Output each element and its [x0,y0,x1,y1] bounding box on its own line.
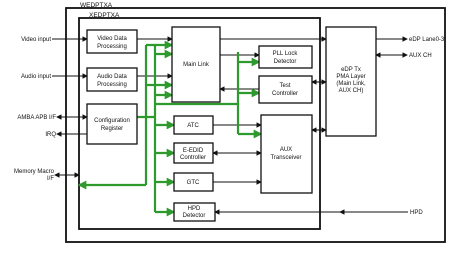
edp-tx-pma-layer-block: eDP Tx PMA Layer (Main Link, AUX CH) [325,26,377,137]
gtc-block: GTC [173,172,214,192]
edid-controller-block: E-EDID Controller [173,142,214,164]
memory-macro-label-2: I/F [47,176,54,182]
video-data-processing-block: Video Data Processing [86,29,138,54]
configuration-register-label-2: Register [101,126,123,132]
configuration-register-block: Configuration Register [86,103,138,145]
video-input-label: Video input [21,37,51,43]
main-link-block: Main Link [171,26,221,103]
phy-label-1: eDP Tx [341,67,361,73]
audio-input-label: Audio input [21,74,51,80]
outer-module-frame [65,7,446,243]
phy-label-2: PMA Layer [336,74,365,80]
register-bus [77,40,263,217]
inner-module-frame [78,17,321,230]
test-controller-label-1: Test [279,83,290,89]
audio-data-processing-label-1: Audio Data [97,74,127,80]
main-link-label: Main Link [183,62,210,68]
pll-lock-detector-block: PLL Lock Detector [258,45,313,69]
test-controller-block: Test Controller [258,75,313,104]
irq-label: IRQ [45,132,56,138]
aux-transceiver-block: AUX Transceiver [260,114,313,194]
video-data-processing-label-2: Processing [97,44,127,50]
aux-ch-label: AUX CH [409,53,432,59]
gtc-label: GTC [187,180,200,186]
phy-label-4: AUX CH) [339,88,364,94]
edid-controller-label-2: Controller [180,155,206,161]
memory-macro-label-1: Memory Macro [14,169,55,175]
pll-lock-detector-label-1: PLL Lock [273,51,299,57]
aux-transceiver-label-2: Transceiver [270,155,301,161]
video-data-processing-label-1: Video Data [97,36,127,42]
test-controller-label-2: Controller [272,91,298,97]
inner-module-title: XEDPTXA [89,12,120,19]
configuration-register-label-1: Configuration [94,118,130,124]
hpd-detector-label-2: Detector [183,213,206,219]
amba-apb-label: AMBA APB I/F [17,115,56,121]
aux-transceiver-label-1: AUX [280,147,292,153]
phy-label-3: (Main Link, [336,81,366,87]
edid-controller-label-1: E-EDID [183,148,204,154]
atc-block: ATC [173,115,214,135]
outer-module-title: WEDPTXA [80,2,113,9]
audio-data-processing-label-2: Processing [97,82,127,88]
audio-data-processing-block: Audio Data Processing [86,67,138,92]
hpd-detector-label-1: HPD [188,206,201,212]
atc-label: ATC [187,123,199,129]
edp-lane-label: eDP Lane0-3 [409,37,445,43]
hpd-label: HPD [410,210,423,216]
hpd-detector-block: HPD Detector [173,202,216,222]
pll-lock-detector-label-2: Detector [274,59,297,65]
